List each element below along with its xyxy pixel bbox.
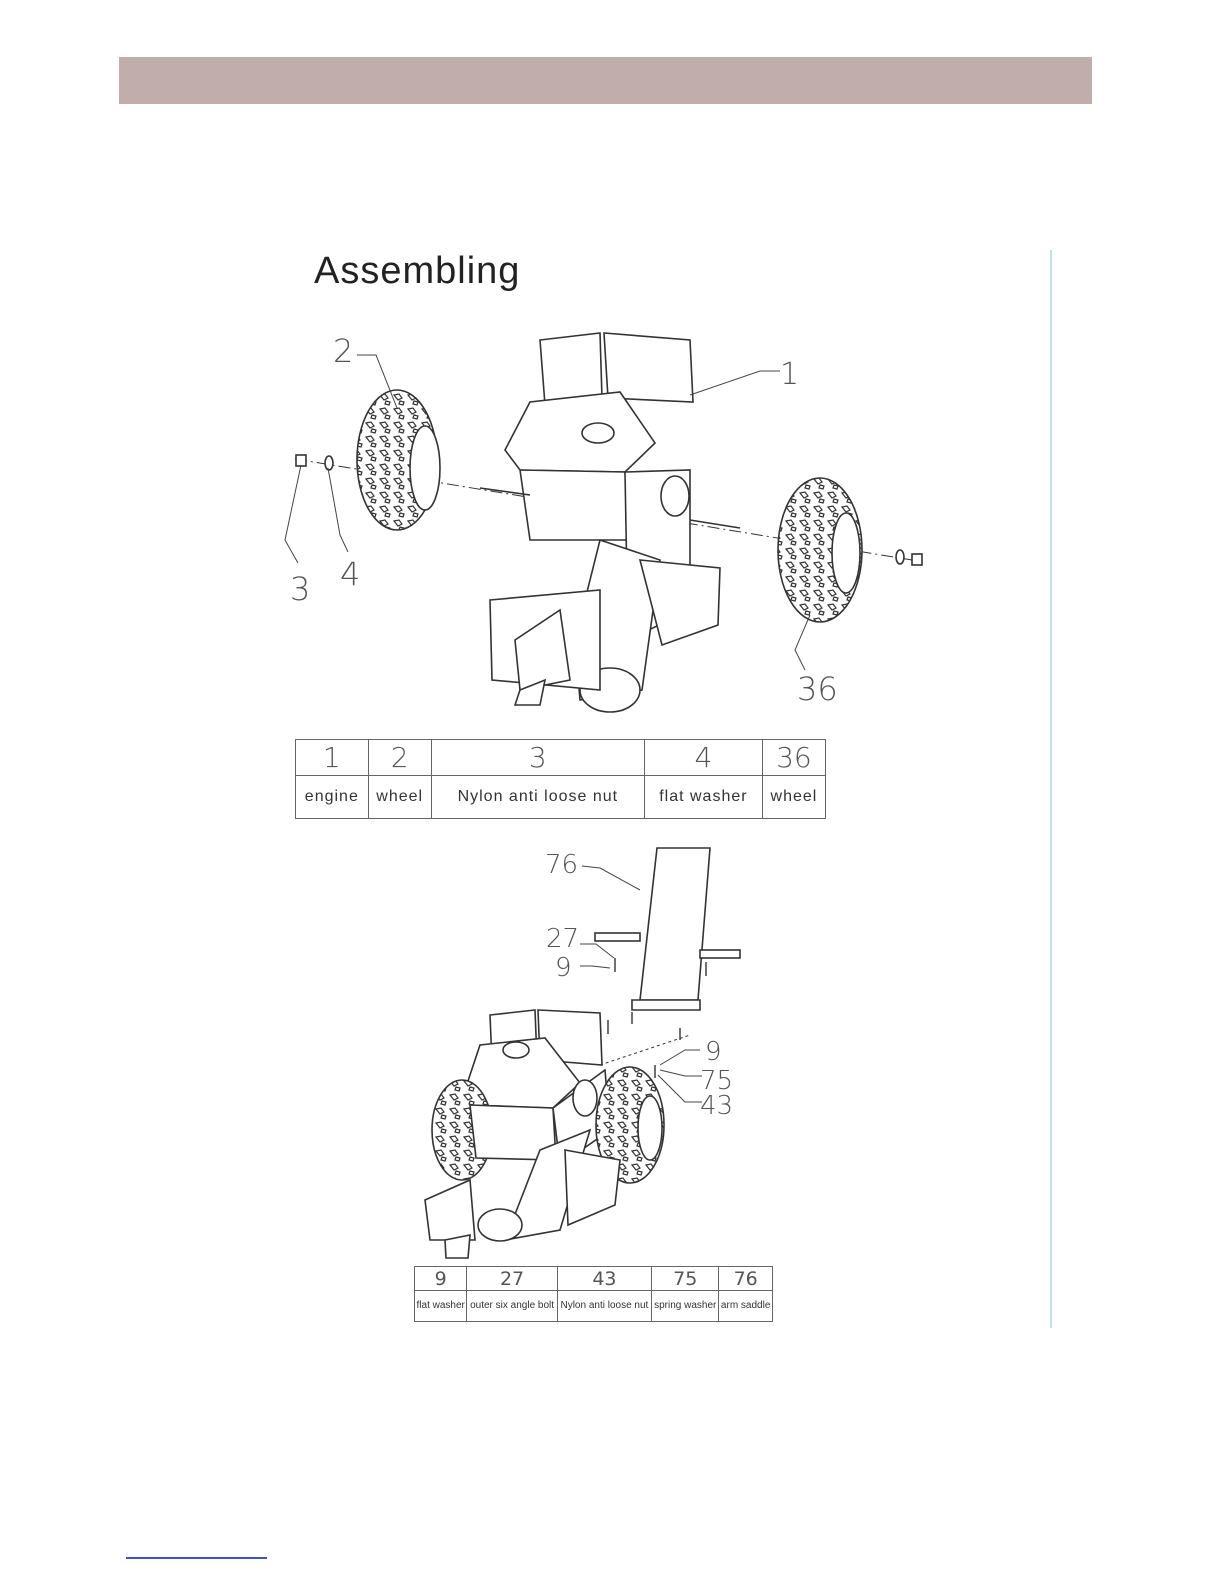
table-cell: spring washer xyxy=(652,1291,719,1322)
table-row: engine wheel Nylon anti loose nut flat w… xyxy=(296,776,826,819)
table-cell: 27 xyxy=(467,1267,557,1291)
table-cell: flat washer xyxy=(415,1291,467,1322)
callout-3: 3 xyxy=(290,570,310,608)
figure1-drawing xyxy=(285,333,922,712)
table-cell: 9 xyxy=(415,1267,467,1291)
table-cell: 2 xyxy=(368,740,431,776)
wheel-36 xyxy=(778,478,862,622)
table-cell: 4 xyxy=(644,740,762,776)
table-cell: Nylon anti loose nut xyxy=(557,1291,651,1322)
table-cell: 36 xyxy=(762,740,825,776)
table-cell: 3 xyxy=(431,740,644,776)
table-cell: wheel xyxy=(368,776,431,819)
table-cell: engine xyxy=(296,776,369,819)
table-cell: wheel xyxy=(762,776,825,819)
callout-43: 43 xyxy=(700,1091,733,1121)
callout-1: 1 xyxy=(780,357,799,392)
table-cell: flat washer xyxy=(644,776,762,819)
parts-table-1: 1 2 3 4 36 engine wheel Nylon anti loose… xyxy=(295,739,826,819)
callout-4: 4 xyxy=(340,555,360,593)
callout-27: 27 xyxy=(546,924,579,954)
figure2-drawing xyxy=(425,848,740,1258)
callout-2: 2 xyxy=(333,332,353,370)
callout-9-right: 9 xyxy=(705,1037,722,1067)
wheel-2 xyxy=(357,390,440,530)
table-row: flat washer outer six angle bolt Nylon a… xyxy=(415,1291,773,1322)
engine-1 xyxy=(480,333,740,712)
table-cell: Nylon anti loose nut xyxy=(431,776,644,819)
callout-76: 76 xyxy=(545,850,578,880)
flat-washer-4 xyxy=(325,456,333,470)
table-cell: 43 xyxy=(557,1267,651,1291)
callout-36: 36 xyxy=(797,670,838,708)
table-cell: 75 xyxy=(652,1267,719,1291)
table-row: 9 27 43 75 76 xyxy=(415,1267,773,1291)
arm-saddle-76 xyxy=(595,848,740,1010)
parts-table-2: 9 27 43 75 76 flat washer outer six angl… xyxy=(414,1266,773,1322)
table-row: 1 2 3 4 36 xyxy=(296,740,826,776)
table-cell: 76 xyxy=(719,1267,773,1291)
nut-3 xyxy=(296,455,306,466)
callout-9-top: 9 xyxy=(555,953,572,983)
table-cell: arm saddle xyxy=(719,1291,773,1322)
table-cell: 1 xyxy=(296,740,369,776)
table-cell: outer six angle bolt xyxy=(467,1291,557,1322)
